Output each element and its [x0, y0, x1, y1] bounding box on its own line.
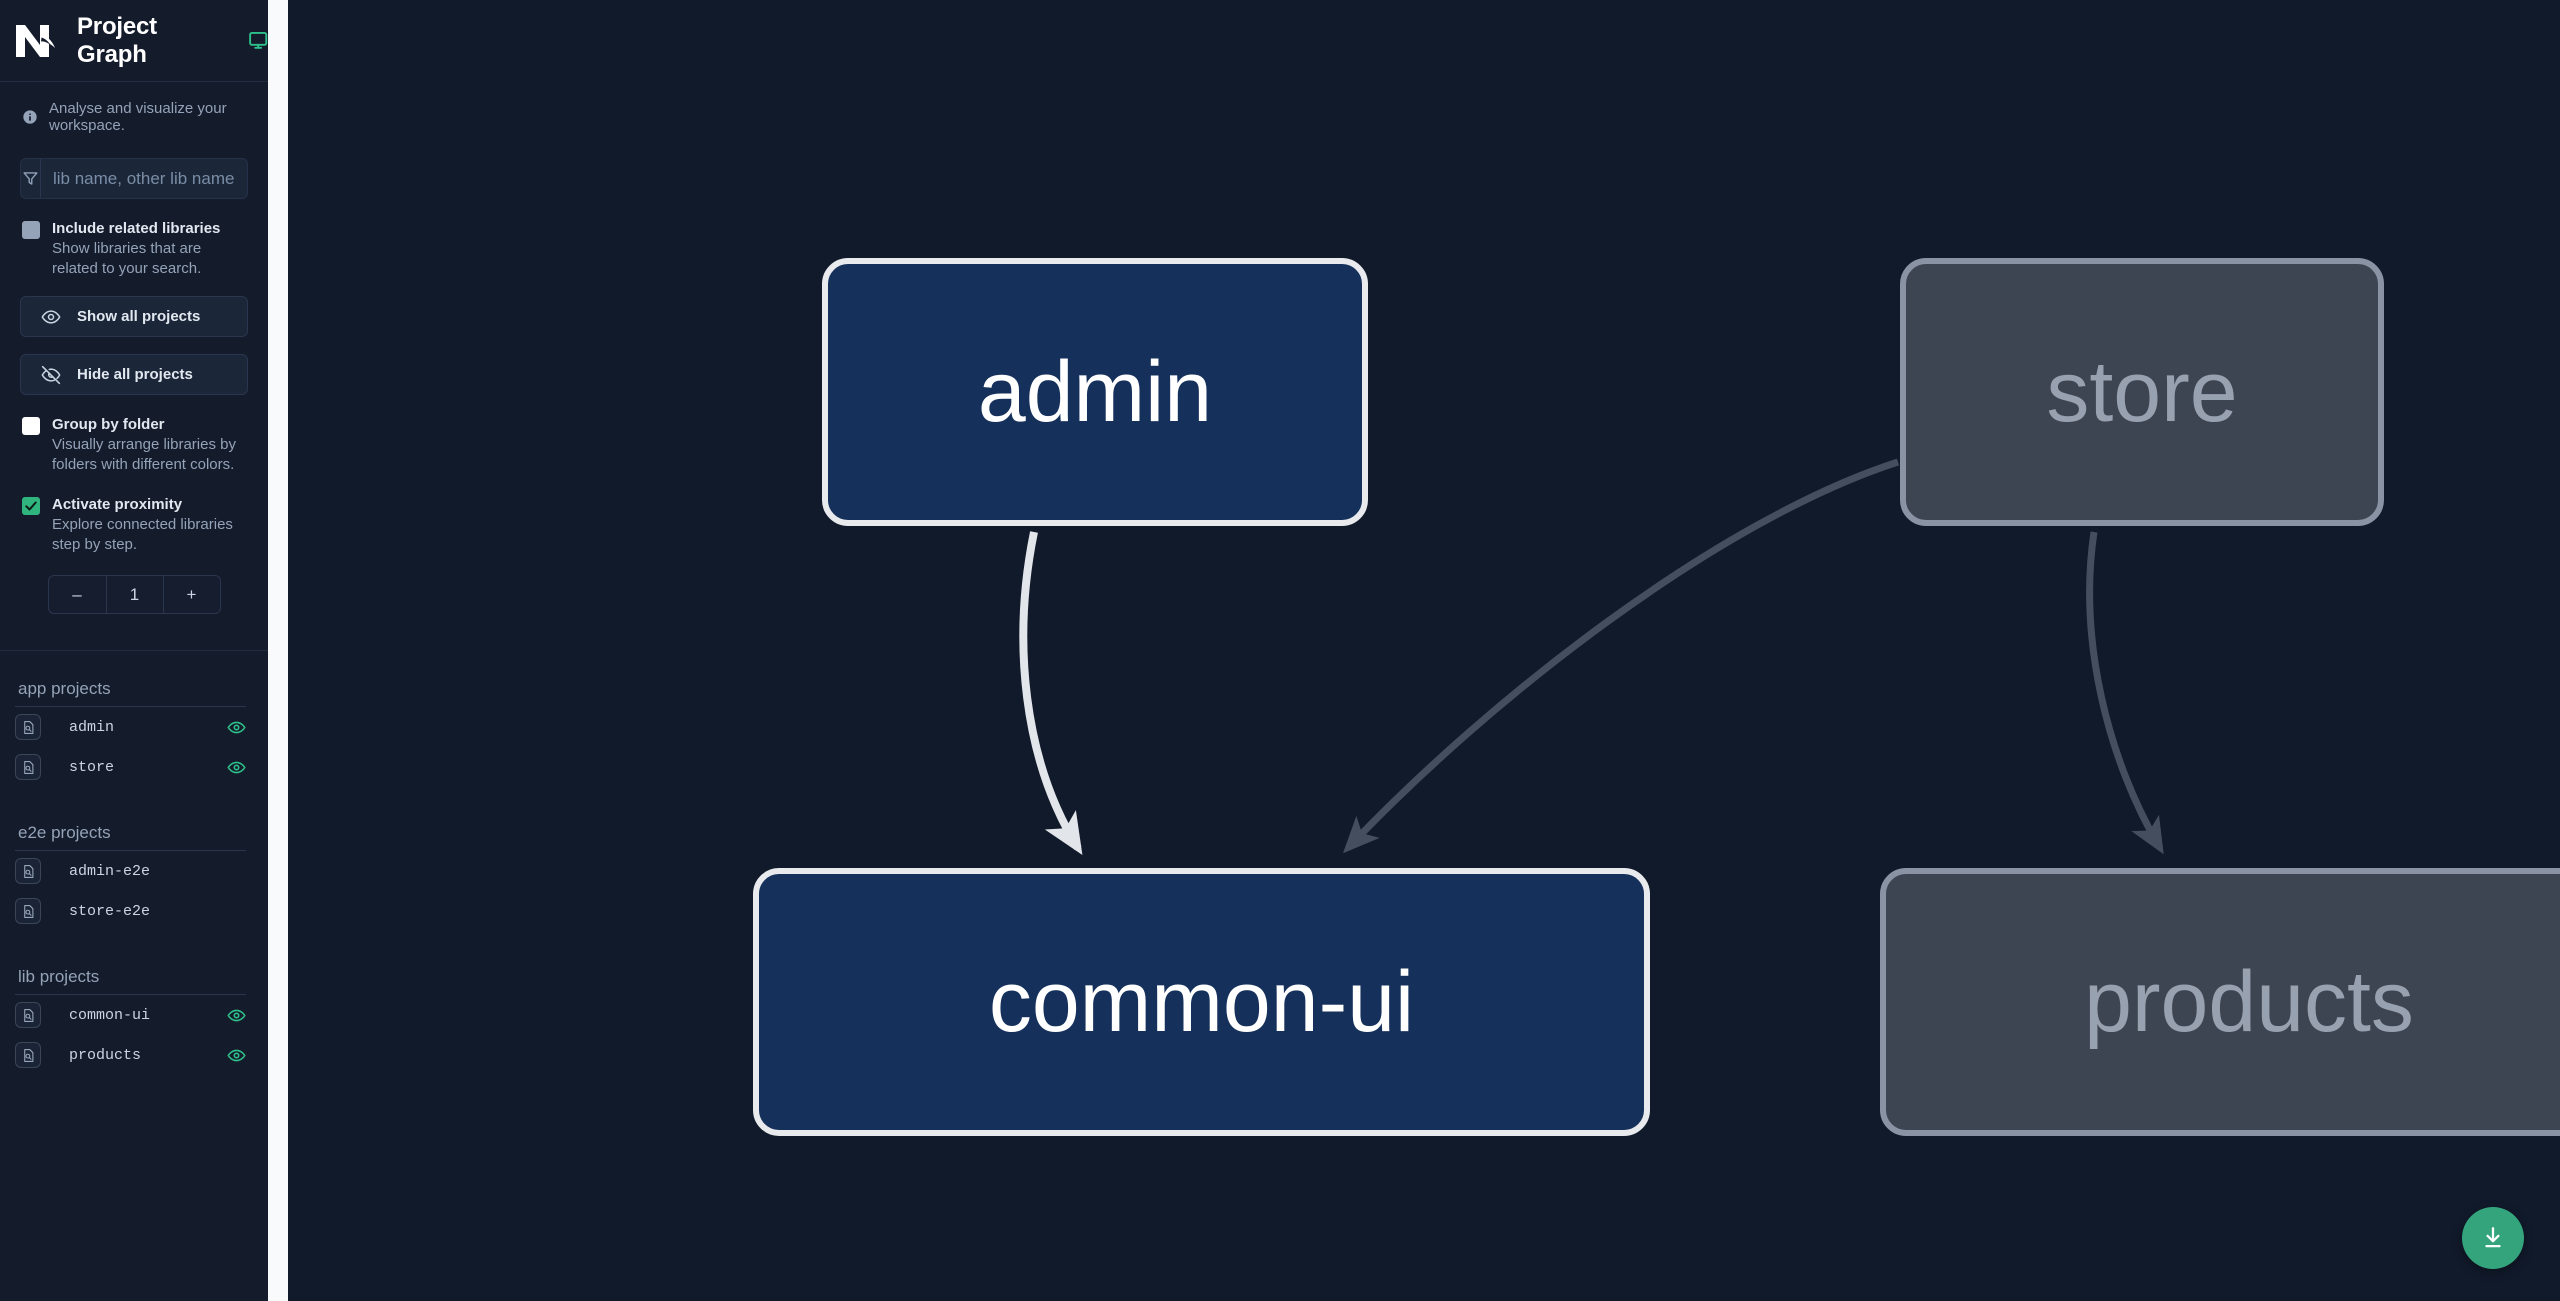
- proximity-value: 1: [105, 576, 163, 613]
- graph-node-common-ui[interactable]: common-ui: [753, 868, 1650, 1136]
- option-label: Include related libraries: [52, 220, 221, 237]
- project-list: app projects admin: [0, 650, 268, 1075]
- project-file-icon: [15, 898, 41, 924]
- project-row-common-ui[interactable]: common-ui: [0, 995, 268, 1035]
- proximity-decrement-button[interactable]: –: [72, 584, 82, 604]
- group-divider: [15, 706, 246, 707]
- search-input[interactable]: [41, 159, 247, 198]
- include-related-libraries-checkbox[interactable]: [22, 221, 40, 239]
- project-file-icon: [15, 754, 41, 780]
- option-description: Visually arrange libraries by folders wi…: [52, 436, 236, 473]
- monitor-icon[interactable]: [248, 30, 268, 51]
- nx-logo-icon: [14, 21, 58, 61]
- search-box[interactable]: [20, 158, 248, 199]
- project-file-icon: [15, 714, 41, 740]
- sidebar: Project Graph Analyse and visualize your…: [0, 0, 268, 1301]
- option-label: Activate proximity: [52, 496, 183, 513]
- graph-node-store[interactable]: store: [1900, 258, 2384, 526]
- group-by-folder-checkbox[interactable]: [22, 417, 40, 435]
- show-all-projects-label: Show all projects: [77, 308, 201, 325]
- download-graph-button[interactable]: [2462, 1207, 2524, 1269]
- option-description: Explore connected libraries step by step…: [52, 516, 233, 553]
- proximity-increment-button[interactable]: +: [162, 576, 220, 613]
- node-label: products: [2084, 953, 2414, 1050]
- group-title-app-projects: app projects: [18, 679, 111, 698]
- info-icon: [22, 109, 38, 125]
- project-row-store-e2e[interactable]: store-e2e: [0, 891, 268, 931]
- project-name: store-e2e: [69, 902, 151, 920]
- project-name: store: [69, 758, 115, 776]
- project-row-store[interactable]: store: [0, 747, 268, 787]
- project-file-icon: [15, 1002, 41, 1028]
- project-row-products[interactable]: products: [0, 1035, 268, 1075]
- page-title: Project Graph: [77, 12, 157, 68]
- project-file-icon: [15, 858, 41, 884]
- project-row-admin-e2e[interactable]: admin-e2e: [0, 851, 268, 891]
- activate-proximity-checkbox[interactable]: [22, 497, 40, 515]
- eye-off-icon: [41, 365, 61, 384]
- option-description: Show libraries that are related to your …: [52, 240, 202, 277]
- graph-edges: [1019, 458, 2164, 856]
- graph-node-admin[interactable]: admin: [822, 258, 1368, 526]
- tagline-text: Analyse and visualize your workspace.: [49, 100, 227, 134]
- option-activate-proximity[interactable]: Activate proximity Explore connected lib…: [0, 475, 268, 555]
- project-file-icon: [15, 1042, 41, 1068]
- node-label: store: [2046, 343, 2238, 440]
- group-divider: [15, 850, 246, 851]
- sidebar-tagline: Analyse and visualize your workspace.: [0, 82, 268, 134]
- node-label: admin: [977, 343, 1213, 440]
- project-visibility-eye-icon[interactable]: [227, 1006, 246, 1025]
- option-include-related-libraries[interactable]: Include related libraries Show libraries…: [0, 199, 268, 279]
- project-name: admin-e2e: [69, 862, 151, 880]
- project-name: common-ui: [69, 1006, 151, 1024]
- project-name: admin: [69, 718, 115, 736]
- sidebar-header: Project Graph: [0, 0, 268, 82]
- graph-canvas[interactable]: admin store common-ui products: [288, 0, 2560, 1301]
- graph-node-products[interactable]: products: [1880, 868, 2560, 1136]
- hide-all-projects-button[interactable]: Hide all projects: [20, 354, 248, 395]
- project-visibility-eye-icon[interactable]: [227, 718, 246, 737]
- group-title-lib-projects: lib projects: [18, 967, 100, 986]
- filter-funnel-icon: [21, 159, 41, 198]
- option-label: Group by folder: [52, 416, 165, 433]
- project-visibility-eye-icon[interactable]: [227, 758, 246, 777]
- sidebar-resize-handle[interactable]: [268, 0, 288, 1301]
- edge-admin-to-common-ui: [1019, 531, 1083, 856]
- project-name: products: [69, 1046, 142, 1064]
- eye-icon: [41, 309, 61, 324]
- proximity-stepper: – 1 +: [0, 575, 268, 614]
- edge-store-to-common-ui: [1342, 458, 1900, 854]
- group-title-e2e-projects: e2e projects: [18, 823, 111, 842]
- group-divider: [15, 994, 246, 995]
- option-group-by-folder[interactable]: Group by folder Visually arrange librari…: [0, 395, 268, 475]
- hide-all-projects-label: Hide all projects: [77, 366, 193, 383]
- project-visibility-eye-icon[interactable]: [227, 1046, 246, 1065]
- project-row-admin[interactable]: admin: [0, 707, 268, 747]
- show-all-projects-button[interactable]: Show all projects: [20, 296, 248, 337]
- edge-store-to-products: [2086, 531, 2164, 855]
- node-label: common-ui: [988, 953, 1415, 1050]
- download-icon: [2485, 1227, 2501, 1248]
